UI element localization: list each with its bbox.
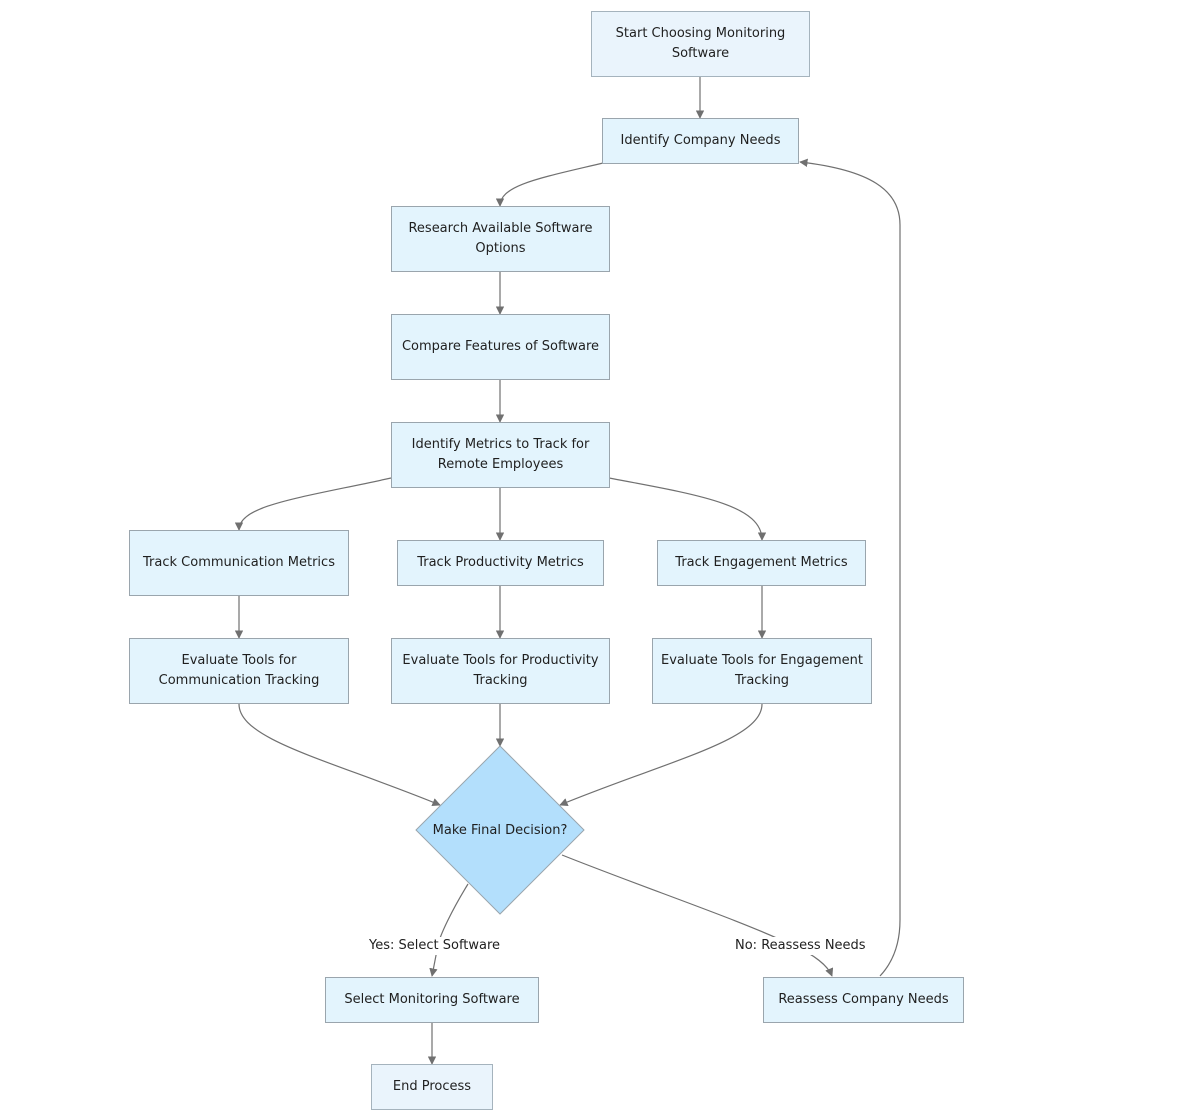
edge-reassess-to-identify [799,158,901,977]
research-node[interactable]: Research Available Software Options [391,206,610,272]
select-software-node[interactable]: Select Monitoring Software [325,977,539,1023]
eval-engagement-node[interactable]: Evaluate Tools for Engagement Tracking [652,638,872,704]
eval-engagement-label: Evaluate Tools for Engagement Tracking [661,653,864,688]
end-label: End Process [392,1079,472,1094]
eval-productivity-node[interactable]: Evaluate Tools for Productivity Tracking [391,638,610,704]
yes-edge-label: Yes: Select Software [366,937,504,955]
edge-identify-to-research [495,162,604,207]
identify-metrics-node[interactable]: Identify Metrics to Track for Remote Emp… [391,422,610,488]
research-label: Research Available Software Options [408,221,593,256]
decision-node-label[interactable]: Make Final Decision? [432,822,568,838]
identify-metrics-label: Identify Metrics to Track for Remote Emp… [411,437,590,472]
edge-eval-engagement-to-decision [559,703,763,807]
decision-diamond [415,745,585,915]
identify-needs-label: Identify Company Needs [620,133,781,148]
track-engagement-node[interactable]: Track Engagement Metrics [657,540,866,586]
no-edge-label: No: Reassess Needs [732,937,869,955]
track-engagement-label: Track Engagement Metrics [675,555,848,570]
eval-communication-node[interactable]: Evaluate Tools for Communication Trackin… [129,638,349,704]
edge-decision-no [561,854,834,977]
start-node-label: Start Choosing Monitoring Software [615,26,786,61]
compare-label: Compare Features of Software [401,339,600,354]
edge-eval-communication-to-decision [238,703,441,807]
edge-decision-yes [429,883,469,977]
reassess-label: Reassess Company Needs [778,992,949,1007]
track-productivity-label: Track Productivity Metrics [417,555,584,570]
start-node[interactable]: Start Choosing Monitoring Software [591,11,810,77]
track-productivity-node[interactable]: Track Productivity Metrics [397,540,604,586]
eval-communication-label: Evaluate Tools for Communication Trackin… [158,653,320,688]
compare-node[interactable]: Compare Features of Software [391,314,610,380]
track-communication-label: Track Communication Metrics [143,555,335,570]
reassess-node[interactable]: Reassess Company Needs [763,977,964,1023]
select-software-label: Select Monitoring Software [344,992,520,1007]
identify-needs-node[interactable]: Identify Company Needs [602,118,799,164]
eval-productivity-label: Evaluate Tools for Productivity Tracking [402,653,599,688]
edge-metrics-to-communication [234,477,392,531]
edge-metrics-to-engagement [608,477,767,541]
track-communication-node[interactable]: Track Communication Metrics [129,530,349,596]
end-node[interactable]: End Process [371,1064,493,1110]
